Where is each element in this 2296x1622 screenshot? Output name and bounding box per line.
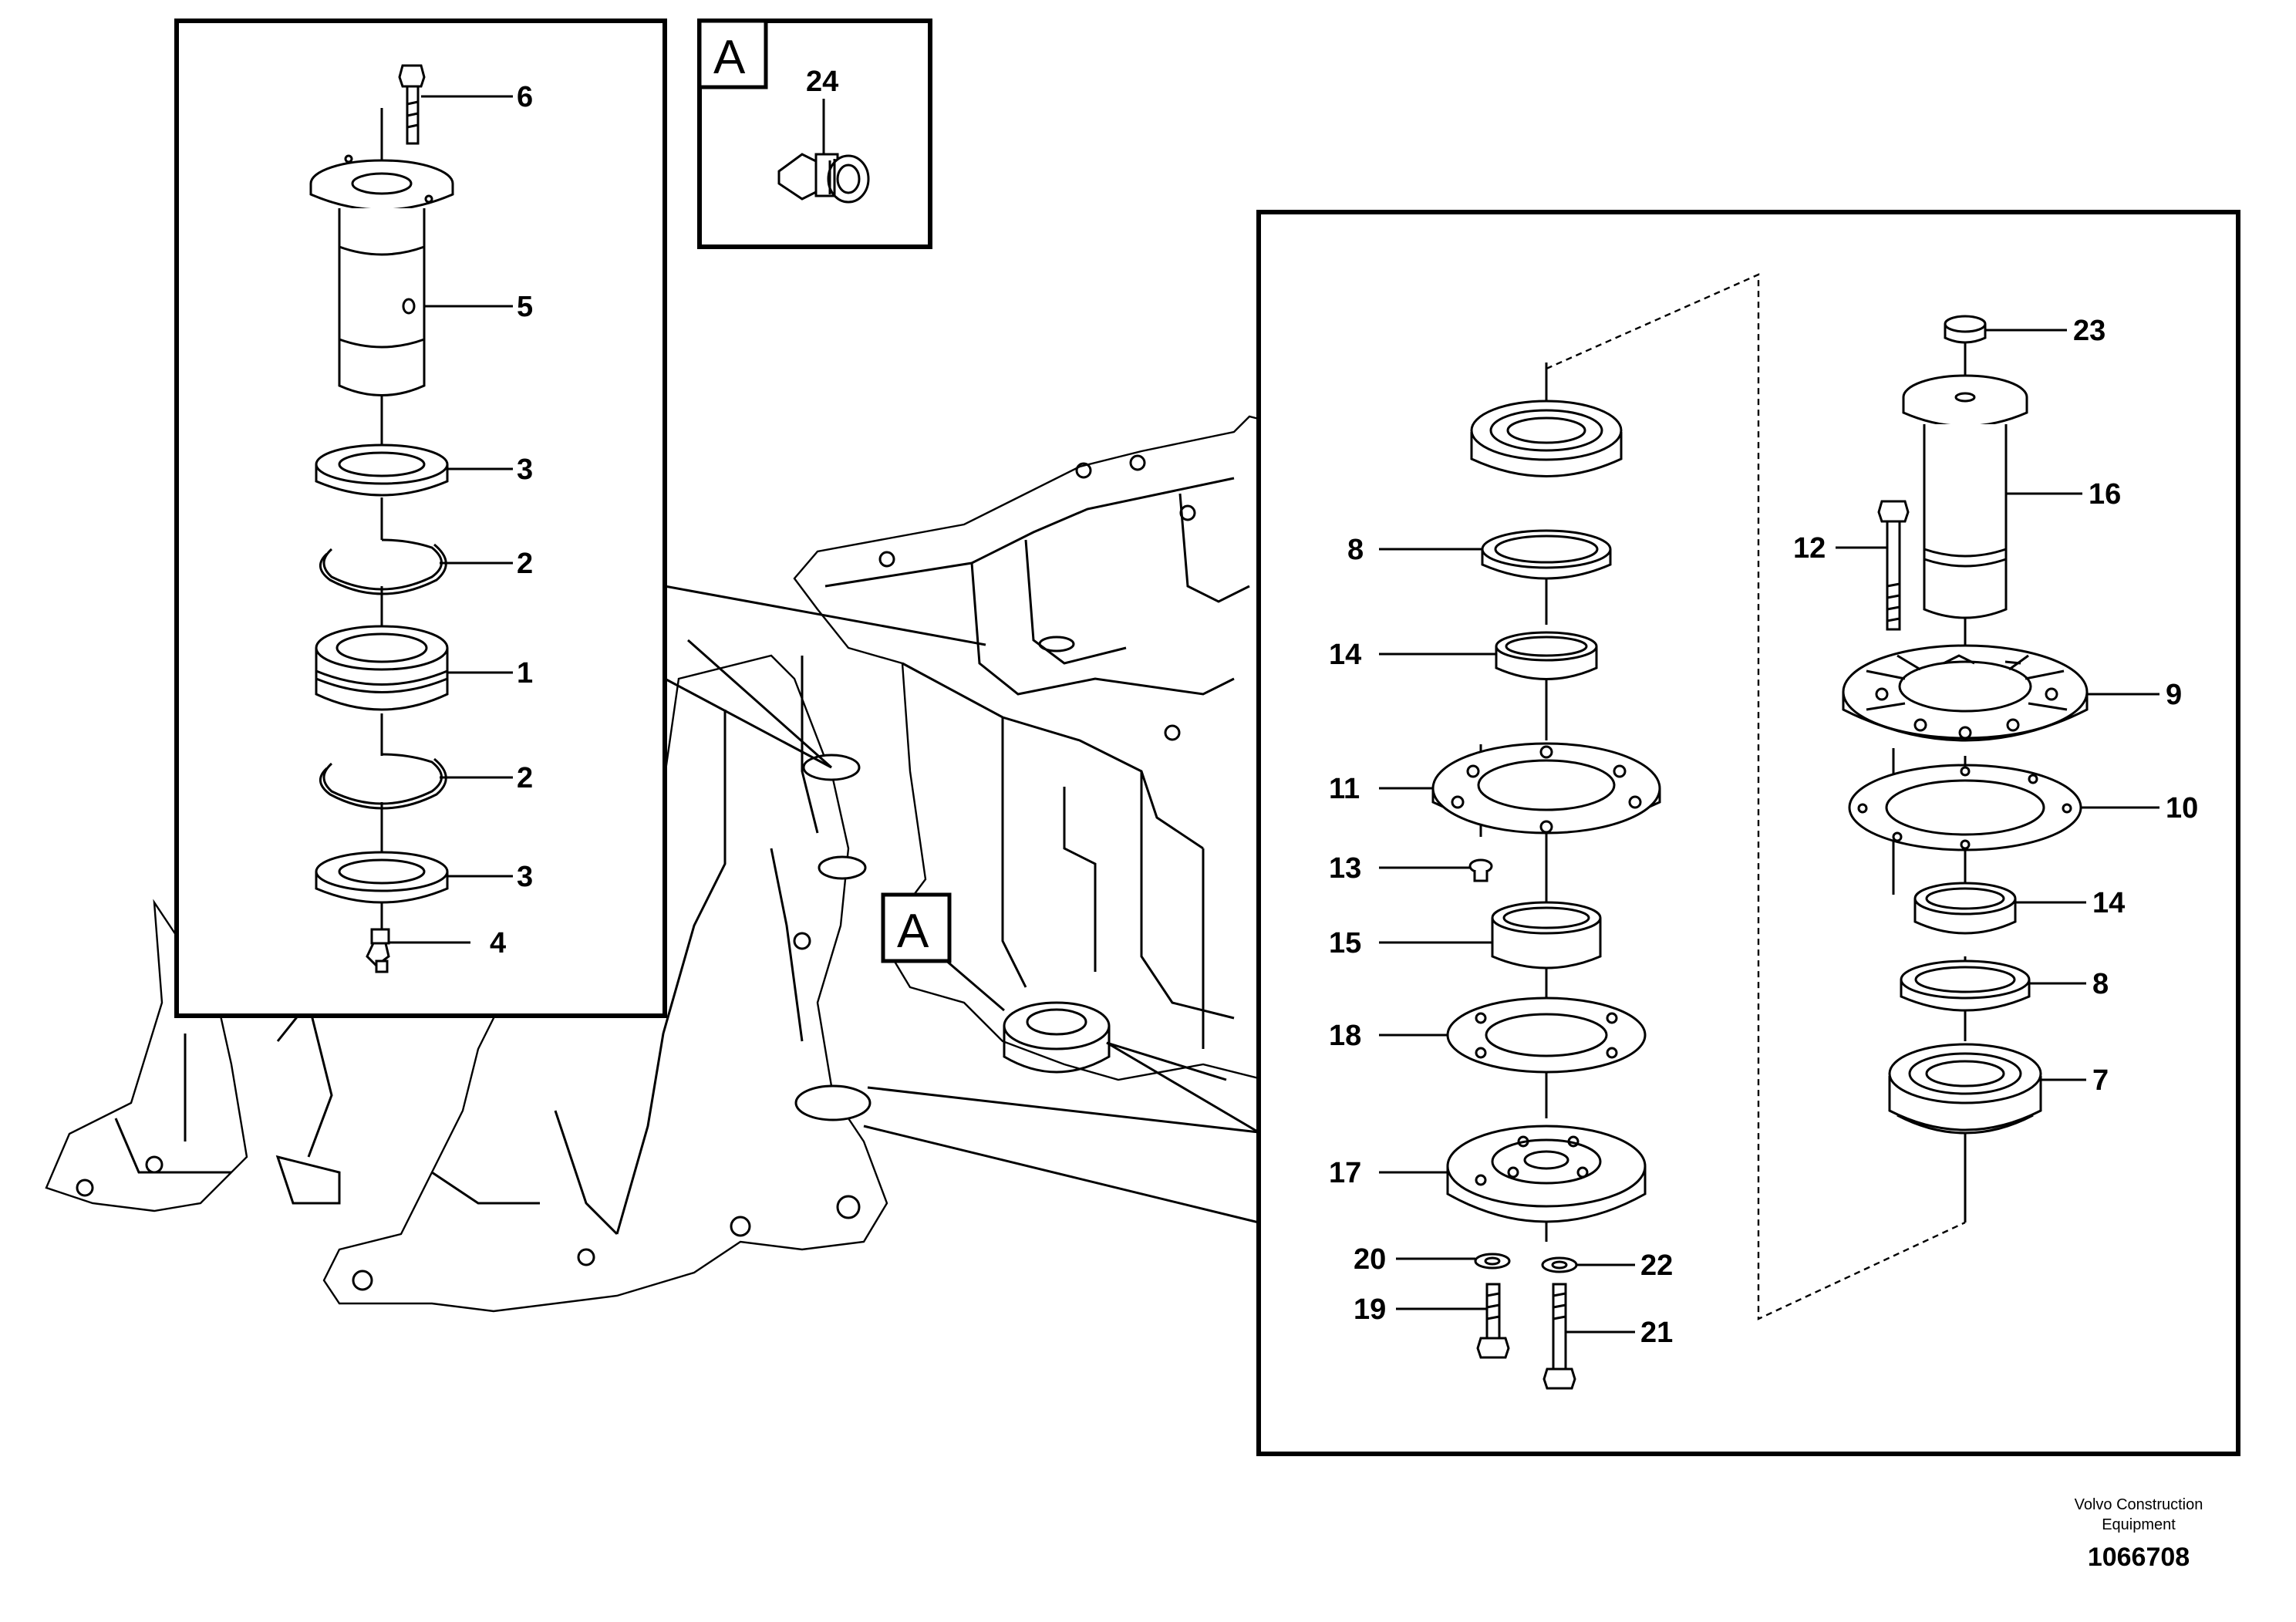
bolt-part-19	[1476, 1283, 1510, 1359]
callout-2: 2	[517, 548, 533, 580]
callout-3: 3	[517, 454, 533, 486]
detail-panel-lower-pivot: 8 14 11 13 15 18 17 20 19 22 21 23 16 12…	[1256, 210, 2240, 1456]
bolt-part-12	[1877, 500, 1910, 631]
callout-5: 5	[517, 291, 533, 323]
callout-22: 22	[1640, 1249, 1673, 1282]
callout-14: 14	[2092, 887, 2125, 919]
callout-1: 1	[517, 657, 533, 690]
flange-part-11	[1431, 742, 1661, 835]
washer-part-22	[1541, 1256, 1578, 1273]
seal-housing-top-left	[1470, 400, 1623, 477]
gasket-part-10	[1848, 764, 2082, 851]
callout-8: 8	[1347, 534, 1364, 566]
callout-11: 11	[1329, 773, 1360, 805]
washer-part-3-bottom	[315, 851, 449, 904]
callout-16: 16	[2089, 478, 2121, 511]
grease-nipple-part-4	[366, 928, 390, 973]
detail-panel-upper-pivot: 6 5 3 2 1 2 3 4	[174, 19, 667, 1018]
bearing-cone-part-14-left	[1495, 631, 1598, 680]
grease-nipple-part-24	[777, 153, 870, 204]
pin-part-16	[1902, 374, 2028, 619]
washer-part-3-top	[315, 443, 449, 497]
footer-brand: Volvo Construction Equipment 1066708	[2075, 1496, 2203, 1572]
snap-ring-part-2-bottom	[319, 753, 447, 810]
washer-part-20	[1474, 1253, 1511, 1270]
callout-9: 9	[2166, 679, 2182, 711]
bearing-part-1	[315, 625, 449, 711]
washer-part-13	[1468, 858, 1493, 882]
callout-19: 19	[1354, 1293, 1386, 1326]
bearing-cone-part-14-right	[1913, 882, 2017, 935]
callout-17: 17	[1329, 1157, 1361, 1189]
callout-7: 7	[2092, 1064, 2109, 1097]
pin-part-5	[309, 154, 454, 396]
seal-part-8-left	[1481, 529, 1612, 580]
callout-3: 3	[517, 861, 533, 893]
frame-detail-a-marker: A	[881, 892, 952, 963]
shim-part-18	[1446, 996, 1647, 1074]
flange-part-9	[1842, 644, 2089, 742]
detail-connector-lines	[664, 585, 1259, 1224]
panel-a-letter: A	[713, 31, 746, 84]
footer-brand-line-2: Equipment	[2102, 1516, 2176, 1533]
callout-23: 23	[2073, 315, 2106, 347]
callout-13: 13	[1329, 852, 1361, 885]
callout-15: 15	[1329, 927, 1361, 959]
bolt-part-6	[398, 64, 426, 145]
document-number: 1066708	[2088, 1543, 2190, 1572]
detail-panel-a: A 24	[697, 19, 932, 249]
callout-12: 12	[1793, 532, 1826, 565]
callout-18: 18	[1329, 1020, 1361, 1052]
callout-14: 14	[1329, 639, 1361, 671]
bearing-part-15	[1491, 901, 1602, 969]
callout-20: 20	[1354, 1243, 1386, 1276]
callout-10: 10	[2166, 792, 2198, 824]
seal-part-8-right	[1900, 959, 2031, 1012]
callout-8: 8	[2092, 968, 2109, 1000]
seal-housing-part-7	[1888, 1043, 2042, 1135]
callout-2: 2	[517, 762, 533, 794]
callout-24: 24	[806, 66, 838, 98]
bolt-part-21	[1542, 1283, 1576, 1390]
frame-a-letter: A	[897, 905, 929, 958]
plug-part-23	[1944, 315, 1987, 344]
callout-4: 4	[490, 927, 506, 959]
callout-6: 6	[517, 81, 533, 113]
cap-part-17	[1446, 1125, 1647, 1223]
callout-21: 21	[1640, 1317, 1673, 1349]
footer-brand-line-1: Volvo Construction	[2075, 1496, 2203, 1513]
snap-ring-part-2-top	[319, 538, 447, 595]
